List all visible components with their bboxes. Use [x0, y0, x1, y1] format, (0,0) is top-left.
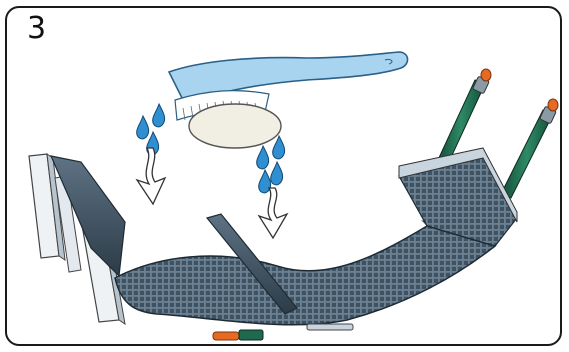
- mesh-grid-icon: [115, 220, 495, 325]
- instruction-panel: 3: [5, 6, 562, 346]
- soap-bar-icon: [189, 104, 281, 148]
- bottom-fitting: [213, 324, 353, 340]
- cleaning-illustration: [7, 8, 560, 344]
